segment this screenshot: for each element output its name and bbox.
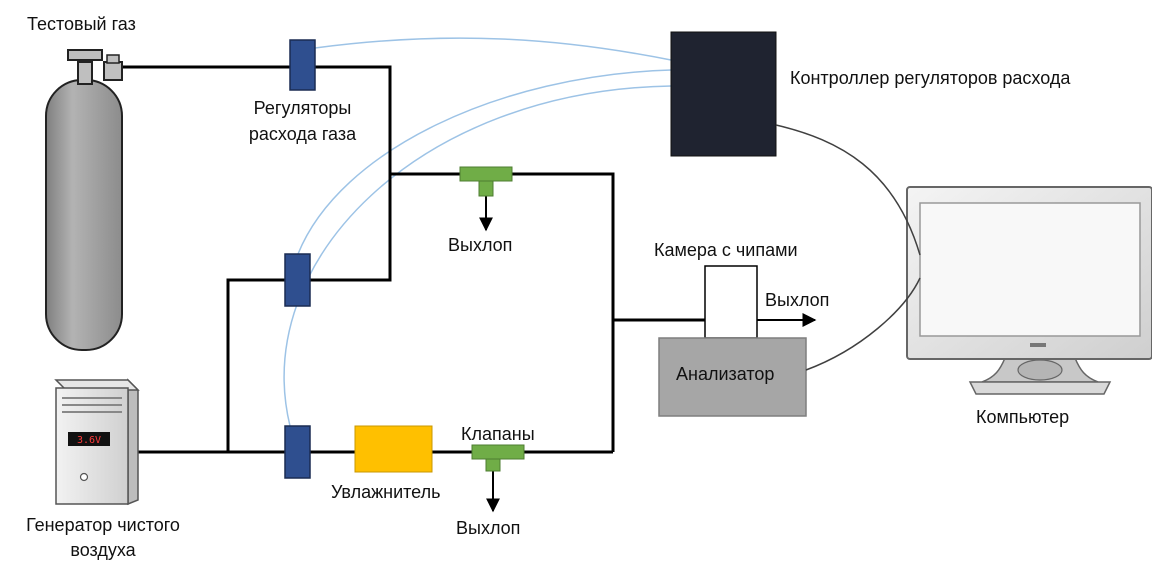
cable-controller-computer bbox=[775, 124, 921, 256]
label-chamber: Камера с чипами bbox=[654, 240, 798, 260]
generator-display-text: 3.6V bbox=[77, 435, 101, 446]
cylinder-regulator bbox=[103, 61, 123, 81]
pipe-mix-loop bbox=[390, 172, 615, 452]
monitor-logo bbox=[1030, 343, 1046, 347]
valves bbox=[459, 166, 525, 472]
label-flow-regulators-line1: Регуляторы bbox=[253, 98, 352, 118]
analyzer bbox=[658, 337, 807, 417]
cable-to-bottom-regulator bbox=[283, 85, 672, 427]
label-controller: Контроллер регуляторов расхода bbox=[790, 68, 1071, 88]
air-generator: 3.6V bbox=[54, 378, 140, 506]
data-cables bbox=[775, 124, 921, 371]
label-flow-regulators-line2: расхода газа bbox=[248, 124, 357, 144]
label-generator-line2: воздуха bbox=[70, 540, 136, 560]
valve-top-bar bbox=[459, 166, 513, 182]
generator-display bbox=[68, 432, 110, 446]
cylinder-regulator-knob bbox=[106, 54, 120, 64]
label-valves: Клапаны bbox=[461, 424, 535, 444]
flow-regulator-top bbox=[289, 39, 316, 91]
label-test-gas: Тестовый газ bbox=[27, 14, 136, 34]
monitor-screen bbox=[919, 202, 1141, 337]
label-flow-regulators: Регуляторы расхода газа bbox=[235, 97, 370, 145]
valve-bottom-stem bbox=[485, 458, 501, 472]
label-generator-line1: Генератор чистого bbox=[26, 515, 180, 535]
control-cables bbox=[283, 37, 672, 427]
cylinder-body bbox=[45, 79, 123, 351]
monitor-stand-joint bbox=[1017, 359, 1063, 381]
label-generator: Генератор чистого воздуха bbox=[3, 514, 203, 561]
generator-side bbox=[127, 378, 139, 506]
cable-analyzer-computer bbox=[805, 277, 921, 371]
valve-bottom-bar bbox=[471, 444, 525, 460]
humidifier bbox=[354, 425, 433, 473]
label-analyzer: Анализатор bbox=[676, 364, 775, 384]
flow-regulators bbox=[284, 39, 316, 479]
gas-pipes bbox=[122, 65, 705, 454]
label-humidifier: Увлажнитель bbox=[331, 482, 441, 502]
label-exhaust-bottom: Выхлоп bbox=[456, 518, 521, 538]
flow-regulator-middle bbox=[284, 253, 311, 307]
generator-power-led bbox=[79, 472, 89, 482]
cable-to-middle-regulator bbox=[297, 69, 672, 255]
label-exhaust-top: Выхлоп bbox=[448, 235, 513, 255]
flow-controller bbox=[670, 31, 777, 157]
gas-cylinder bbox=[45, 49, 123, 351]
monitor-stand-base bbox=[968, 381, 1112, 395]
label-exhaust-chamber: Выхлоп bbox=[765, 290, 830, 310]
chip-chamber bbox=[704, 265, 758, 339]
flow-regulator-bottom bbox=[284, 425, 311, 479]
label-computer: Компьютер bbox=[976, 407, 1070, 427]
cylinder-valve-handle bbox=[67, 49, 103, 61]
valve-top-stem bbox=[478, 180, 494, 197]
computer-monitor bbox=[906, 186, 1152, 395]
cable-to-top-regulator bbox=[314, 37, 672, 61]
cylinder-neck bbox=[77, 61, 93, 85]
